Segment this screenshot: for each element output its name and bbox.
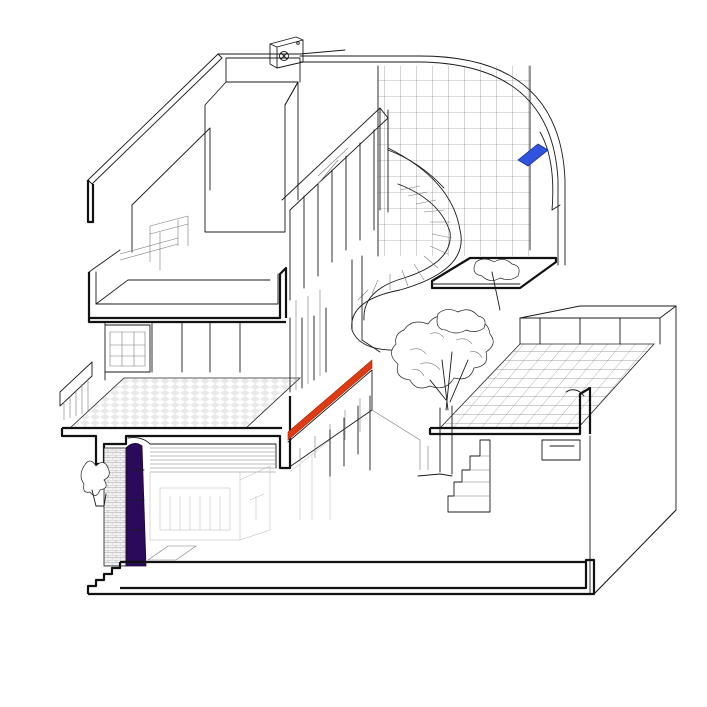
ground-floor-slab — [88, 558, 596, 596]
courtyard-stair — [447, 439, 491, 513]
ventilation-fan-icon — [269, 36, 304, 69]
middle-floor-slab — [60, 396, 292, 470]
ground-floor-group — [86, 395, 596, 596]
red-beam-accent — [287, 359, 373, 441]
tiled-back-wall — [378, 66, 530, 256]
upper-floor-slab — [87, 266, 288, 320]
upper-railing — [281, 107, 389, 301]
entry-steps — [86, 562, 122, 594]
roof-wall-end — [86, 180, 95, 224]
brick-column — [103, 447, 127, 567]
potted-plant-icon — [80, 460, 110, 507]
upper-core-block — [204, 81, 299, 233]
right-landing — [430, 256, 558, 290]
spiral-stair — [351, 109, 462, 353]
purple-entrance-door — [125, 443, 147, 567]
middle-floor-checker — [68, 377, 302, 429]
upper-floor-group — [86, 36, 566, 324]
roof-parapet-left — [87, 53, 223, 185]
middle-floor-group — [59, 290, 373, 470]
blue-skylight-panel — [517, 143, 549, 167]
tree-canopy-icon — [391, 258, 520, 475]
